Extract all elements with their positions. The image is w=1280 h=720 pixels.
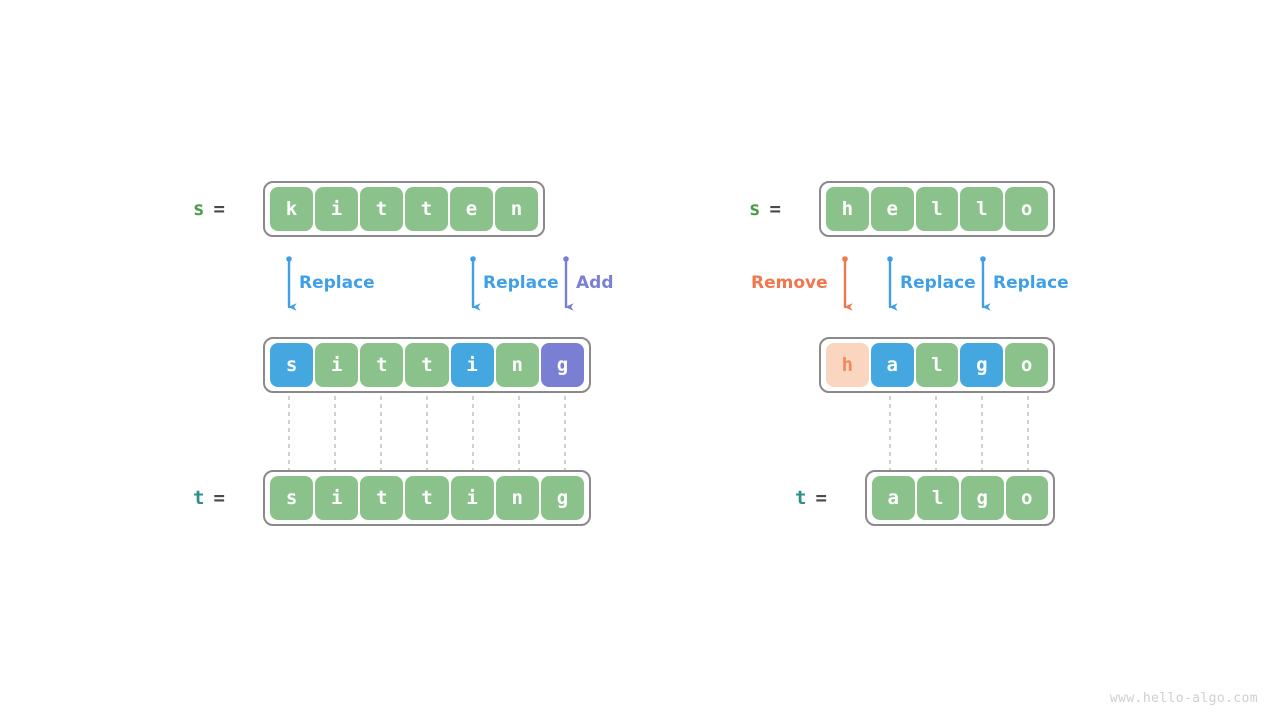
left-dashed-connectors [288,388,566,472]
right-source-cell-2[interactable]: l [915,187,959,231]
right-target-cell-3[interactable]: o [1005,476,1048,520]
left-source-cell-4[interactable]: e [450,187,493,231]
right-target-array: a l g o [865,470,1055,526]
left-target-label: t= [193,489,225,508]
left-result-cell-6[interactable]: g [540,343,584,387]
left-result-cell-0[interactable]: s [270,343,314,387]
left-source-cell-3[interactable]: t [405,187,448,231]
left-source-label: s= [193,200,225,219]
right-target-label: t= [795,489,827,508]
left-result-cell-2[interactable]: t [360,343,404,387]
left-target-cell-2[interactable]: t [360,476,404,520]
right-op-label-replace-1: Replace [900,273,976,293]
right-result-cell-4[interactable]: o [1005,343,1048,387]
right-source-cell-3[interactable]: l [960,187,1004,231]
right-source-cell-4[interactable]: o [1005,187,1048,231]
right-source-array: h e l l o [819,181,1055,237]
right-source-cell-0[interactable]: h [826,187,869,231]
left-source-cell-5[interactable]: n [495,187,538,231]
left-target-var-name: t [193,487,205,509]
right-dashed-connectors [889,388,1029,472]
left-source-cell-0[interactable]: k [270,187,313,231]
left-target-array: s i t t i n g [263,470,591,526]
left-result-cell-4[interactable]: i [450,343,494,387]
right-target-cell-2[interactable]: g [961,476,1004,520]
left-target-cell-3[interactable]: t [405,476,449,520]
left-source-array: k i t t e n [263,181,545,237]
watermark: www.hello-algo.com [1109,691,1258,706]
right-source-var-name: s [749,198,761,220]
left-target-cell-6[interactable]: g [540,476,584,520]
right-source-equals: = [769,198,781,220]
right-source-cell-1[interactable]: e [870,187,914,231]
right-result-cell-2[interactable]: l [915,343,959,387]
left-source-var-name: s [193,198,205,220]
left-target-cell-4[interactable]: i [450,476,494,520]
left-source-cell-1[interactable]: i [315,187,358,231]
left-target-cell-5[interactable]: n [495,476,539,520]
right-target-cell-1[interactable]: l [916,476,959,520]
right-op-label-remove: Remove [751,273,828,293]
left-target-equals: = [213,487,225,509]
left-result-cell-3[interactable]: t [405,343,449,387]
left-op-label-add: Add [576,273,614,293]
right-source-label: s= [749,200,781,219]
left-source-cell-2[interactable]: t [360,187,403,231]
right-result-cell-0[interactable]: h [826,343,869,387]
left-target-cell-1[interactable]: i [315,476,359,520]
right-result-cell-3[interactable]: g [960,343,1004,387]
left-result-array: s i t t i n g [263,337,591,393]
left-op-label-replace-2: Replace [483,273,559,293]
left-source-equals: = [213,198,225,220]
right-target-equals: = [815,487,827,509]
right-result-array: h a l g o [819,337,1055,393]
right-target-var-name: t [795,487,807,509]
left-result-cell-5[interactable]: n [495,343,539,387]
right-result-cell-1[interactable]: a [870,343,914,387]
left-target-cell-0[interactable]: s [270,476,314,520]
right-op-label-replace-2: Replace [993,273,1069,293]
left-op-label-replace-1: Replace [299,273,375,293]
right-target-cell-0[interactable]: a [872,476,915,520]
left-result-cell-1[interactable]: i [315,343,359,387]
